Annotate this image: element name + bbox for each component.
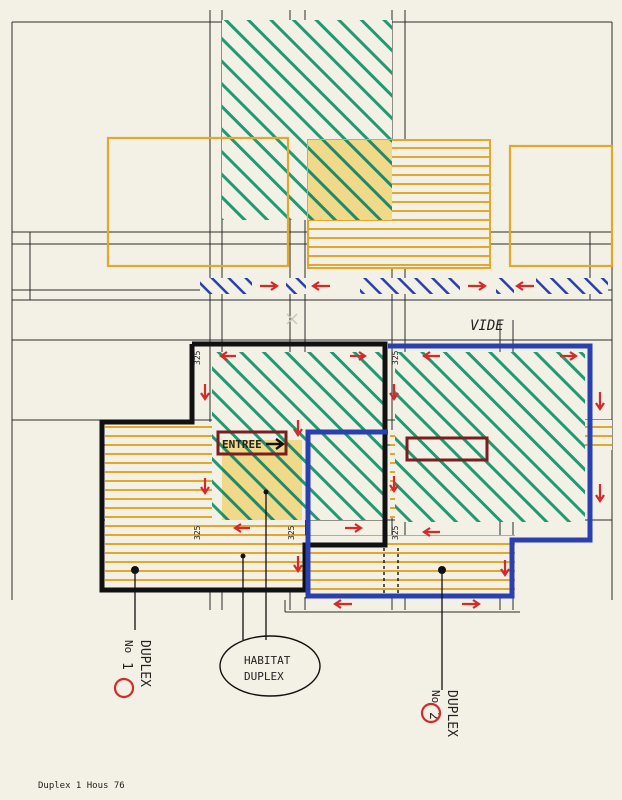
arrow-left-1 [311,281,330,291]
arrow-down-8 [595,484,605,503]
dimension-labels: 325 325 325 325 325 [193,350,400,540]
dim-label-4: 325 [391,525,400,540]
location-dots [131,489,446,574]
duplex-1-num: 1 [119,662,134,670]
duplex-2-word: DUPLEX [444,690,459,737]
arrow-down-1 [200,384,210,401]
arrow-down-4 [293,556,303,573]
arrow-right-2 [468,281,487,291]
dim-label-1: 325 [193,350,202,365]
dim-label-5: 325 [391,350,400,365]
arrow-down-2 [200,478,210,495]
arrow-down-3 [293,420,303,437]
arrow-right-5 [560,351,578,361]
duplex-1-overlap-zone [222,440,302,520]
arrow-right-3 [350,351,367,361]
circulation-arrows [200,281,605,609]
arrow-left-4 [233,523,250,533]
duplex-2-no: No [429,690,442,703]
leader-lines [134,492,443,690]
arrow-right-1 [260,281,279,291]
dashed-lines [383,548,399,595]
duplex-1-num-circle [113,677,135,699]
arrow-down-5 [389,384,399,401]
duplex-2-outline [305,343,593,599]
duplex-1-yellow-zone [105,422,220,590]
entree-box-left [216,430,288,456]
entree-arrow [266,438,286,450]
arrow-left-5 [422,351,440,361]
faint-x-mark [286,313,298,325]
habitat-label-line1: HABITAT [244,654,291,667]
arrow-left-3 [219,351,236,361]
arrow-left-6 [422,527,440,537]
arrow-right-4 [345,523,363,533]
vide-label: VIDE [470,318,504,334]
duplex-1-label: DUPLEX No 1 [119,640,152,687]
duplex-2-label: DUPLEX No 2 [426,690,459,737]
footer-note: Duplex 1 Hous 76 [38,781,125,791]
dim-label-3: 325 [287,525,296,540]
duplex-2-num-circle [420,702,442,724]
habitat-label-line2: DUPLEX [244,670,284,683]
arrow-left-7 [333,599,352,609]
habitat-bubble [219,635,321,697]
upper-overlap-zone [308,140,392,220]
arrow-down-9 [500,560,510,577]
duplex-2-num: 2 [426,712,441,720]
arrow-down-6 [389,476,399,493]
arrow-left-2 [515,281,534,291]
entree-box-right [405,436,489,462]
arrow-right-6 [462,599,481,609]
arrow-down-7 [595,392,605,411]
entree-label: ENTREE [222,438,262,451]
duplex-1-word: DUPLEX [137,640,152,687]
upper-yellow-outlines [106,136,614,268]
duplex-1-no: No [122,640,135,653]
duplex-1-outline [99,341,388,593]
dim-label-2: 325 [193,525,202,540]
circulation-band [200,278,608,294]
